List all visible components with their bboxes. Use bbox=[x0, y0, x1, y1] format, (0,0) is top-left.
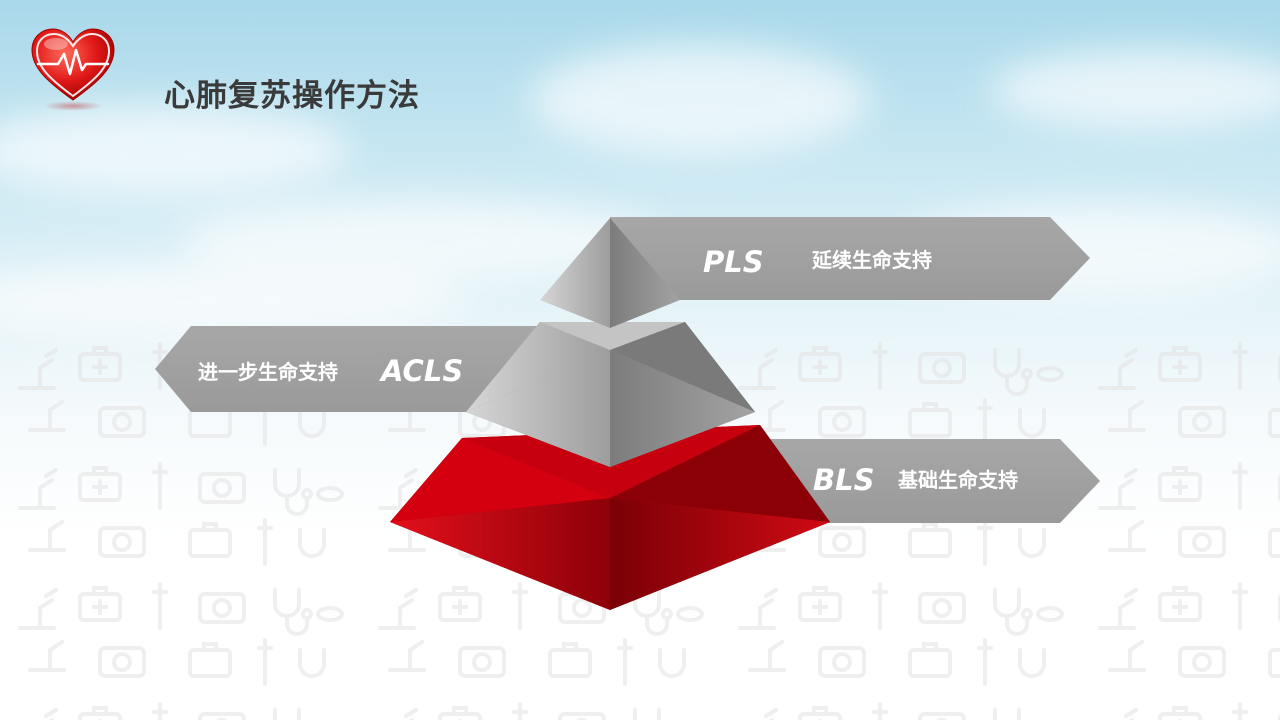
arrow-acls bbox=[155, 326, 545, 412]
heart-ecg-icon bbox=[31, 28, 115, 111]
label-pls: PLS 延续生命支持 bbox=[703, 245, 932, 279]
pls-desc: 延续生命支持 bbox=[811, 248, 932, 272]
sky-clouds bbox=[0, 45, 1280, 335]
pls-code: PLS bbox=[703, 245, 764, 279]
arrow-pls bbox=[610, 217, 1090, 300]
bls-desc: 基础生命支持 bbox=[898, 468, 1018, 492]
pyramid-tier-pls bbox=[540, 218, 680, 328]
page-title: 心肺复苏操作方法 bbox=[164, 78, 420, 114]
label-acls: 进一步生命支持 ACLS bbox=[198, 354, 463, 388]
pyramid-tier-acls bbox=[466, 322, 755, 467]
bls-code: BLS bbox=[813, 463, 874, 497]
acls-code: ACLS bbox=[379, 354, 463, 388]
pyramid-tier-bls bbox=[390, 425, 830, 610]
acls-desc: 进一步生命支持 bbox=[198, 360, 338, 384]
label-bls: BLS 基础生命支持 bbox=[813, 463, 1018, 497]
